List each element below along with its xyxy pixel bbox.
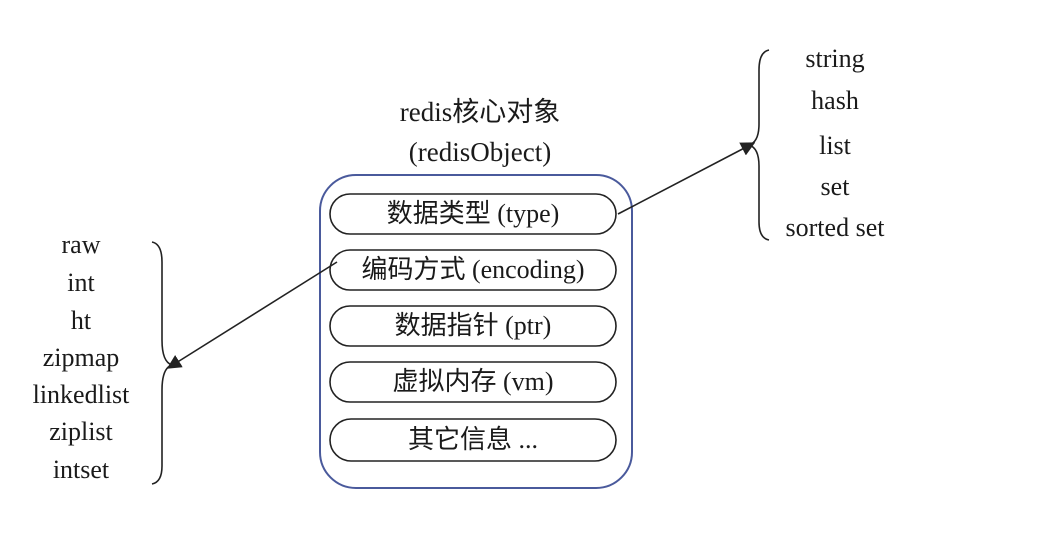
encoding-item: ziplist: [49, 417, 113, 446]
field-pill-ptr: [329, 305, 617, 347]
right-brace: [746, 49, 770, 241]
field-label-other: 其它信息 ...: [407, 425, 538, 454]
field-label-vm: 虚拟内存 (vm): [392, 367, 554, 396]
left-brace: [151, 241, 175, 485]
object-title: redis核心对象: [399, 97, 561, 127]
type-item: hash: [811, 86, 859, 115]
field-label-ptr: 数据指针 (ptr): [394, 311, 552, 340]
field-pill-type: [329, 193, 617, 235]
type-item: list: [819, 131, 851, 160]
encoding-arrow: [166, 261, 338, 369]
encoding-item: int: [67, 268, 95, 297]
field-label-type: 数据类型 (type): [386, 199, 560, 228]
object-subtitle: (redisObject): [408, 137, 552, 167]
field-label-encoding: 编码方式 (encoding): [361, 255, 585, 284]
redis-object-container: [319, 174, 633, 489]
type-arrow: [617, 142, 756, 215]
encoding-item: raw: [61, 230, 101, 259]
encoding-item: intset: [52, 455, 110, 484]
field-pill-other: [329, 418, 617, 462]
type-item: sorted set: [785, 213, 885, 242]
field-pill-vm: [329, 361, 617, 403]
encoding-item: zipmap: [42, 343, 120, 372]
encoding-item: linkedlist: [32, 380, 130, 409]
type-item: string: [805, 44, 865, 73]
field-pill-encoding: [329, 249, 617, 291]
encoding-item: ht: [70, 306, 92, 335]
type-item: set: [820, 172, 850, 201]
